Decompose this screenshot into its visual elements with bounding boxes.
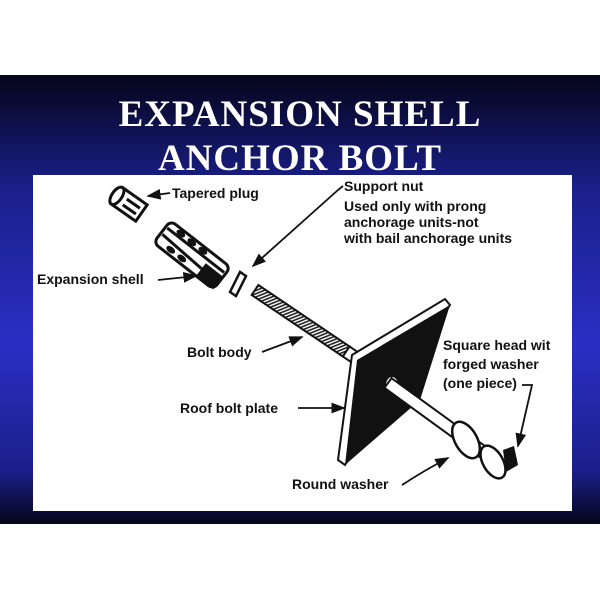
label-roof-bolt-plate: Roof bolt plate <box>180 400 278 416</box>
expansion-shell <box>154 221 230 290</box>
support-nut <box>228 270 248 298</box>
square-head-washer <box>479 444 518 480</box>
bolt-body <box>250 283 368 370</box>
slide: EXPANSION SHELL ANCHOR BOLT <box>0 75 600 524</box>
label-square-head-1: Square head wit <box>443 337 551 353</box>
round-washer <box>450 420 482 460</box>
label-square-head-2: forged washer <box>443 356 539 372</box>
support-nut-note-2: anchorage units-not <box>344 214 479 230</box>
anchor-bolt-diagram: Tapered plug Expansion shell Support nut… <box>37 178 551 492</box>
title-line-1: EXPANSION SHELL <box>118 94 482 135</box>
tapered-plug <box>108 185 150 224</box>
label-round-washer: Round washer <box>292 476 389 492</box>
support-nut-note-1: Used only with prong <box>344 198 486 214</box>
label-square-head-3: (one piece) <box>443 375 517 391</box>
title-line-2: ANCHOR BOLT <box>157 138 443 179</box>
support-nut-note-3: with bail anchorage units <box>343 230 512 246</box>
label-bolt-body: Bolt body <box>187 344 252 360</box>
diagram-panel: Tapered plug Expansion shell Support nut… <box>33 175 572 511</box>
label-expansion-shell: Expansion shell <box>37 271 144 287</box>
label-support-nut: Support nut <box>344 178 424 194</box>
label-tapered-plug: Tapered plug <box>172 185 259 201</box>
